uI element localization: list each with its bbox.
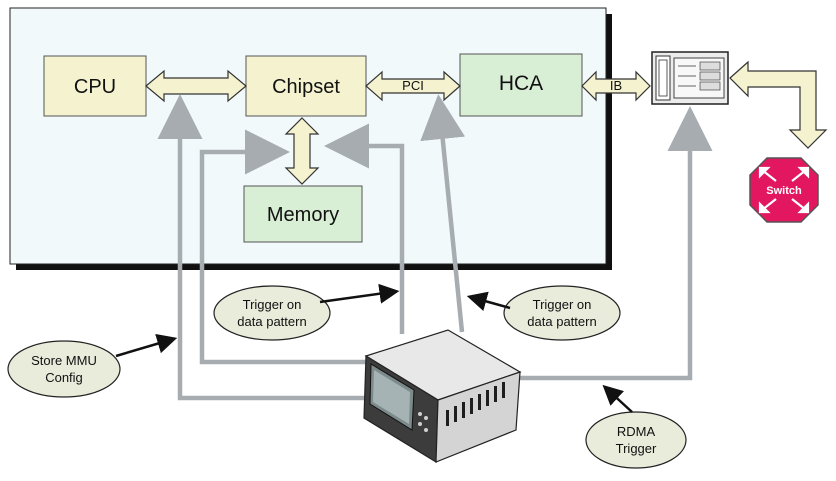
callout-trigger-right-line1: Trigger on [533,297,592,312]
hca-label: HCA [499,72,543,95]
chipset-label: Chipset [272,76,340,98]
probe-lines [157,94,713,401]
hca-box: HCA [459,53,583,117]
switch-icon: Switch [749,157,819,223]
callout-rdma: RDMA Trigger [585,411,687,469]
callout-trigger-right-pointer [466,291,511,311]
callout-rdma-pointer [602,384,633,413]
memory-box: Memory [243,185,363,243]
chipset-memory-bus-arrow [284,117,320,185]
probe-line-cpu-bus [157,94,372,401]
probe-line-target [512,106,713,381]
callout-trigger-left-pointer [319,283,400,304]
callout-trigger-right-line2: data pattern [527,314,596,329]
callout-store-mmu-line2: Config [45,370,83,385]
callout-store-mmu: Store MMU Config [7,340,121,398]
callout-rdma-line2: Trigger [616,441,657,456]
target-switch-elbow-arrow [729,60,828,149]
target-switch-icon [651,51,729,105]
callout-store-mmu-pointer [115,333,178,358]
callout-trigger-left-line1: Trigger on [243,297,302,312]
memory-label: Memory [267,204,339,226]
probe-line-memory-right [324,123,405,334]
cpu-box: CPU [43,55,147,117]
chipset-box: Chipset [245,55,367,117]
callout-rdma-line1: RDMA [617,424,656,439]
callout-store-mmu-line1: Store MMU [31,353,97,368]
switch-label: Switch [766,185,802,197]
pci-bus-arrow [365,70,461,102]
probe-line-pci [420,94,466,333]
cpu-label: CPU [74,76,116,98]
probe-line-memory-left [199,129,368,365]
callout-trigger-right: Trigger on data pattern [503,285,621,341]
callout-trigger-left-line2: data pattern [237,314,306,329]
logic-analyzer-icon [363,329,522,464]
callout-trigger-left: Trigger on data pattern [213,285,331,341]
pci-label: PCI [402,78,424,93]
ib-label: IB [610,78,622,93]
ib-link-arrow [581,70,651,102]
